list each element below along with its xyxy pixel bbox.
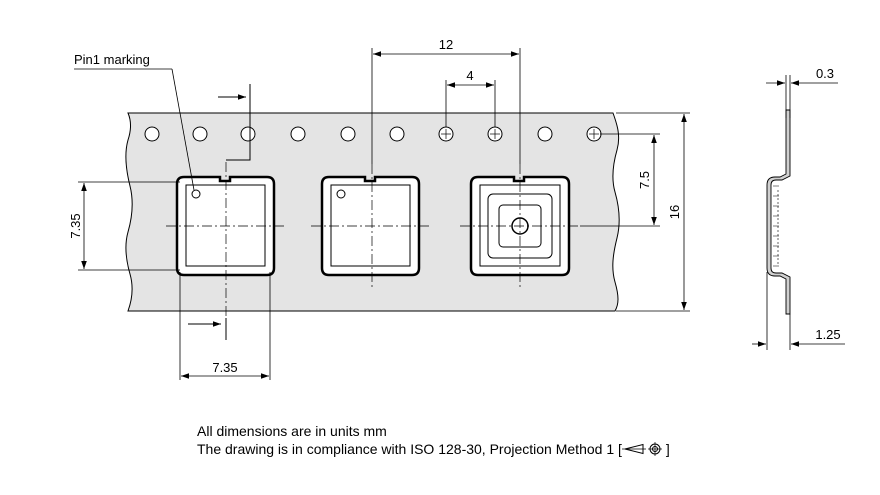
thickness-label: 0.3 xyxy=(816,66,834,81)
units-note: All dimensions are in units mm xyxy=(197,423,387,439)
pin1-callout: Pin1 marking xyxy=(74,52,195,191)
pin1-label: Pin1 marking xyxy=(74,52,150,67)
hole-centerlines xyxy=(441,129,599,139)
pocket-width-label: 7.35 xyxy=(212,360,237,375)
depth-label: 1.25 xyxy=(815,327,840,342)
pocket-height-label: 7.35 xyxy=(68,213,83,238)
hole-pitch-label: 4 xyxy=(466,68,473,83)
compliance-bracket-close: ] xyxy=(665,441,670,457)
pin1-dot xyxy=(191,189,201,199)
depth-dimension xyxy=(752,272,845,350)
sprocket-holes xyxy=(144,126,602,142)
compliance-note: The drawing is in compliance with ISO 12… xyxy=(197,441,670,457)
sprocket-hole xyxy=(537,126,553,142)
projection-method-icon xyxy=(621,442,662,456)
tape-width-label: 16 xyxy=(667,205,682,219)
center-lines xyxy=(166,162,580,318)
sprocket-hole xyxy=(144,126,160,142)
sprocket-hole xyxy=(389,126,405,142)
sprocket-hole xyxy=(290,126,306,142)
compliance-text: The drawing is in compliance with ISO 12… xyxy=(197,441,622,457)
pitch-dimension xyxy=(371,48,521,164)
tape-width-dimension xyxy=(616,112,690,312)
pocket-width-dimension xyxy=(179,272,271,380)
sprocket-hole xyxy=(240,126,256,142)
pin1-dot xyxy=(336,189,346,199)
section-line xyxy=(188,84,251,340)
pocket-height-dimension xyxy=(78,181,180,271)
side-view xyxy=(766,109,791,315)
offset-dimension xyxy=(580,133,660,227)
sprocket-hole xyxy=(192,126,208,142)
thickness-dimension xyxy=(766,75,838,118)
pitch-label: 12 xyxy=(439,37,453,52)
offset-label: 7.5 xyxy=(637,171,652,189)
hole-pitch-dimension xyxy=(445,80,496,127)
sprocket-hole xyxy=(340,126,356,142)
